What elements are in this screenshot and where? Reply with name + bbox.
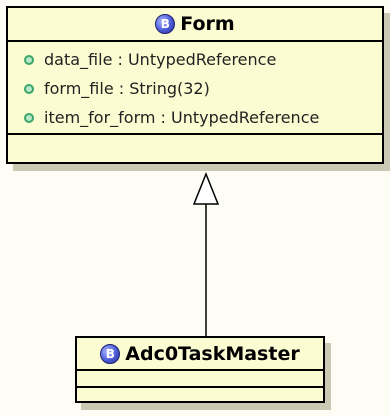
attribute-row[interactable]: item_for_form : UntypedReference <box>8 103 382 132</box>
class-badge-icon: B <box>155 14 176 34</box>
attribute-icon <box>24 83 34 94</box>
form-class-header: B Form <box>8 8 382 42</box>
generalization-arrowhead <box>192 171 220 205</box>
task-master-operations <box>77 388 323 403</box>
attribute-row[interactable]: data_file : UntypedReference <box>8 45 382 74</box>
form-attributes: data_file : UntypedReference form_file :… <box>8 42 382 135</box>
task-master-class[interactable]: B Adc0TaskMaster <box>75 336 325 403</box>
attribute-row[interactable]: form_file : String(32) <box>8 74 382 103</box>
attribute-label: item_for_form : UntypedReference <box>44 108 320 127</box>
attribute-icon <box>24 54 34 65</box>
attribute-icon <box>24 112 34 123</box>
task-master-class-header: B Adc0TaskMaster <box>77 338 323 371</box>
form-class[interactable]: B Form data_file : UntypedReference form… <box>6 6 384 164</box>
form-class-name: Form <box>180 13 235 35</box>
attribute-label: form_file : String(32) <box>44 79 210 98</box>
attribute-label: data_file : UntypedReference <box>44 50 277 69</box>
task-master-attributes <box>77 371 323 388</box>
class-badge-icon: B <box>100 343 121 364</box>
task-master-class-name: Adc0TaskMaster <box>125 342 300 365</box>
